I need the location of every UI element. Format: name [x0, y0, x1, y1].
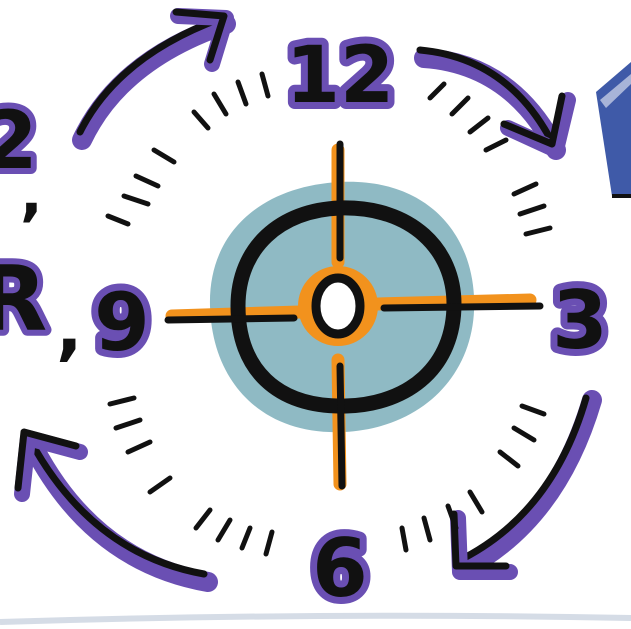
clock-label-6: 6 [312, 522, 368, 615]
bottom-shadow [0, 616, 631, 622]
clock-label-12: 12 [286, 31, 395, 121]
clock-label-3: 3 [552, 274, 608, 367]
crosshair-target-icon [168, 144, 540, 486]
left-edge-fragment-comma-lower: , [56, 287, 83, 369]
left-edge-fragment-comma-upper: , [20, 159, 43, 229]
left-edge-fragment-middle: R [0, 247, 47, 352]
target-bullseye-ring [316, 278, 360, 334]
arrow-bottom-left [18, 432, 208, 582]
arrow-bottom-right [454, 398, 592, 572]
blue-panel-edge [596, 62, 631, 196]
arrow-top-right [420, 50, 568, 150]
clock-label-9: 9 [94, 276, 150, 369]
